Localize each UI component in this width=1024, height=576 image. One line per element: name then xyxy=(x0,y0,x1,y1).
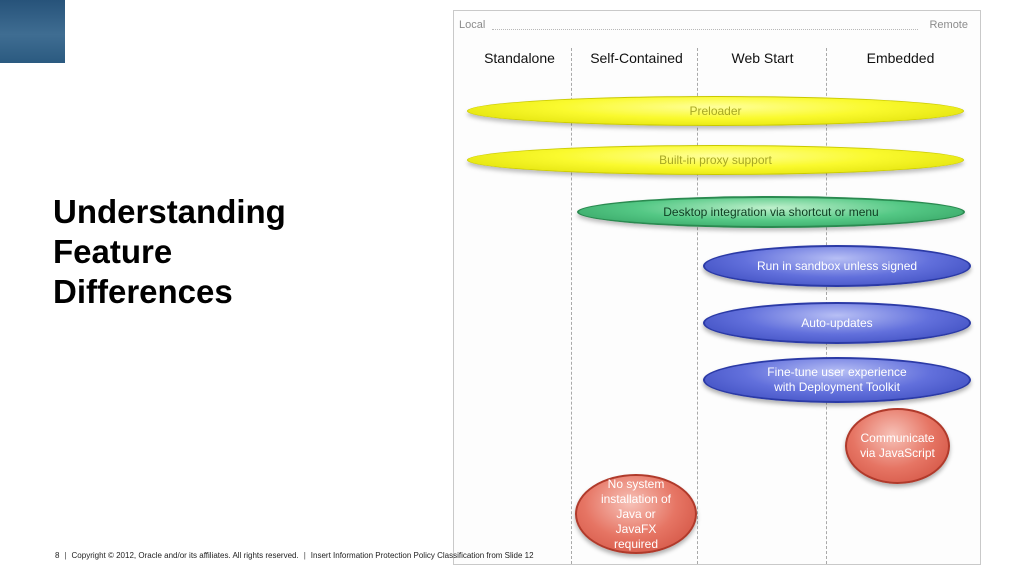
column-header-web-start: Web Start xyxy=(731,50,794,66)
axis-dotted-line xyxy=(492,29,918,30)
column-divider-2 xyxy=(697,48,698,564)
column-header-self-contained: Self-Contained xyxy=(590,50,683,66)
title-line-3: Differences xyxy=(53,273,233,310)
slide-footer: 8 | Copyright © 2012, Oracle and/or its af… xyxy=(55,551,534,563)
feature-javascript: Communicate via JavaScript xyxy=(845,408,950,484)
footer-separator: | xyxy=(303,551,306,560)
page-number: 8 xyxy=(55,551,60,560)
column-divider-1 xyxy=(571,48,572,564)
slide-title: Understanding Feature Differences xyxy=(53,192,393,312)
corner-accent-block xyxy=(0,0,65,63)
column-header-embedded: Embedded xyxy=(866,50,935,66)
axis-label-local: Local xyxy=(459,19,486,31)
feature-deployment-toolkit: Fine-tune user experience with Deploymen… xyxy=(703,357,971,403)
copyright-text: Copyright © 2012, Oracle and/or its affi… xyxy=(71,551,299,560)
feature-diagram: Local Remote Standalone Self-Contained W… xyxy=(453,10,981,565)
axis-label-remote: Remote xyxy=(929,19,968,31)
footer-separator: | xyxy=(64,551,67,560)
protection-policy-text: Insert Information Protection Policy Cla… xyxy=(310,551,534,560)
feature-sandbox: Run in sandbox unless signed xyxy=(703,245,971,287)
title-line-2: Feature xyxy=(53,233,173,270)
feature-auto-updates: Auto-updates xyxy=(703,302,971,344)
feature-proxy-support: Built-in proxy support xyxy=(467,145,964,175)
column-header-standalone: Standalone xyxy=(484,50,555,66)
title-line-1: Understanding xyxy=(53,193,286,230)
feature-preloader: Preloader xyxy=(467,96,964,126)
feature-desktop-integration: Desktop integration via shortcut or menu xyxy=(577,196,965,228)
feature-no-system-install: No system installation of Java or JavaFX… xyxy=(575,474,697,554)
